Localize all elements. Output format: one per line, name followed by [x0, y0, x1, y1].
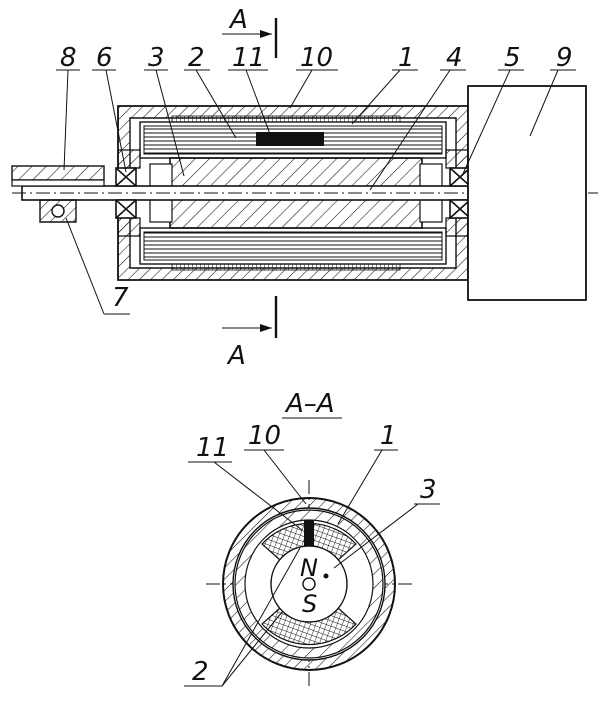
pole-s: S	[302, 590, 317, 618]
label-11: 11	[232, 43, 265, 73]
section-label-2: 2	[192, 657, 209, 687]
stator-teeth-bottom	[172, 264, 400, 270]
section-label-10: 10	[248, 421, 281, 451]
magnet-11	[256, 132, 324, 146]
section-label-3: 3	[420, 475, 437, 505]
label-5: 5	[504, 43, 521, 73]
section-marker-bottom: A	[222, 296, 276, 371]
pole-n: N	[300, 554, 318, 582]
clamp-7	[40, 200, 76, 222]
section-label-11: 11	[196, 433, 229, 463]
label-6: 6	[96, 43, 113, 73]
section-view: A–A N S 11 10 1 3	[184, 389, 440, 690]
section-label-1: 1	[380, 421, 397, 451]
load-unit-9	[468, 86, 586, 300]
label-8: 8	[60, 43, 77, 73]
stator-winding-top	[140, 116, 446, 158]
label-4: 4	[446, 43, 463, 73]
section-magnet-11	[304, 520, 314, 546]
disk-8	[12, 166, 104, 186]
label-7: 7	[112, 283, 129, 313]
section-letter-top: A	[228, 5, 248, 35]
stator-winding-bottom	[140, 228, 446, 270]
section-letter-bottom: A	[226, 341, 246, 371]
stator-teeth-top	[172, 116, 400, 122]
label-9: 9	[556, 43, 573, 73]
label-2: 2	[188, 43, 205, 73]
label-3: 3	[148, 43, 165, 73]
label-1: 1	[398, 43, 415, 73]
label-10: 10	[300, 43, 333, 73]
section-title: A–A	[284, 389, 335, 419]
